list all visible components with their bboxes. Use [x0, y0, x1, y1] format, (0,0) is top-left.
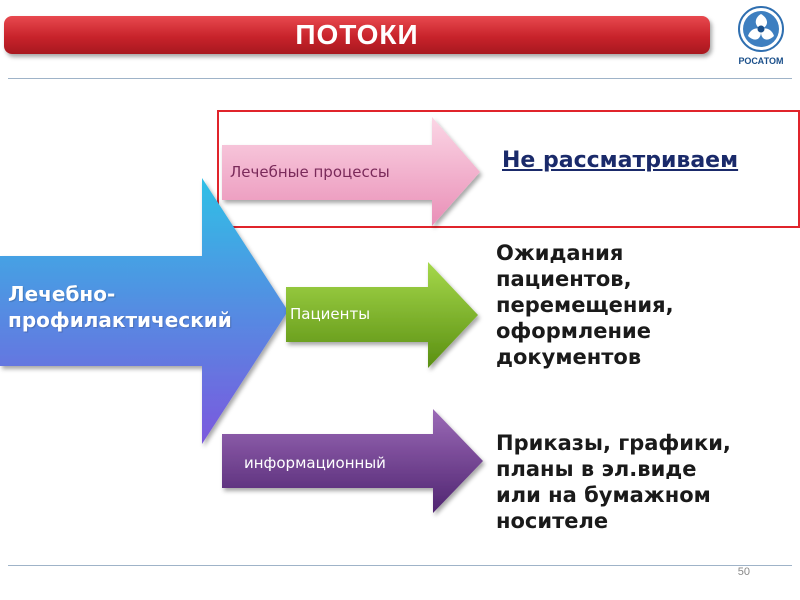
rosatom-emblem-icon: [738, 6, 784, 52]
main-arrow-label: Лечебно- профилактический: [8, 282, 232, 332]
header-divider: [8, 78, 792, 79]
highlight-frame: [217, 110, 800, 228]
page-number: 50: [737, 566, 750, 578]
title-bar: ПОТОКИ: [4, 16, 710, 54]
patients-arrow: [286, 262, 478, 368]
main-arrow: [0, 178, 288, 444]
information-description: Приказы, графики, планы в эл.виде или на…: [496, 431, 731, 533]
information-arrow-label: информационный: [244, 454, 386, 472]
process-description: Не рассматриваем: [502, 148, 739, 173]
patients-description: Ожидания пациентов, перемещения, оформле…: [496, 241, 674, 369]
logo-text: РОСАТОМ: [738, 56, 784, 66]
page-title: ПОТОКИ: [295, 19, 419, 50]
information-arrow: [222, 409, 483, 513]
patients-arrow-label: Пациенты: [290, 305, 371, 323]
rosatom-logo: РОСАТОМ: [730, 2, 792, 74]
process-arrow: [222, 117, 480, 226]
process-arrow-label: Лечебные процессы: [230, 163, 390, 181]
footer-divider: [8, 565, 792, 566]
